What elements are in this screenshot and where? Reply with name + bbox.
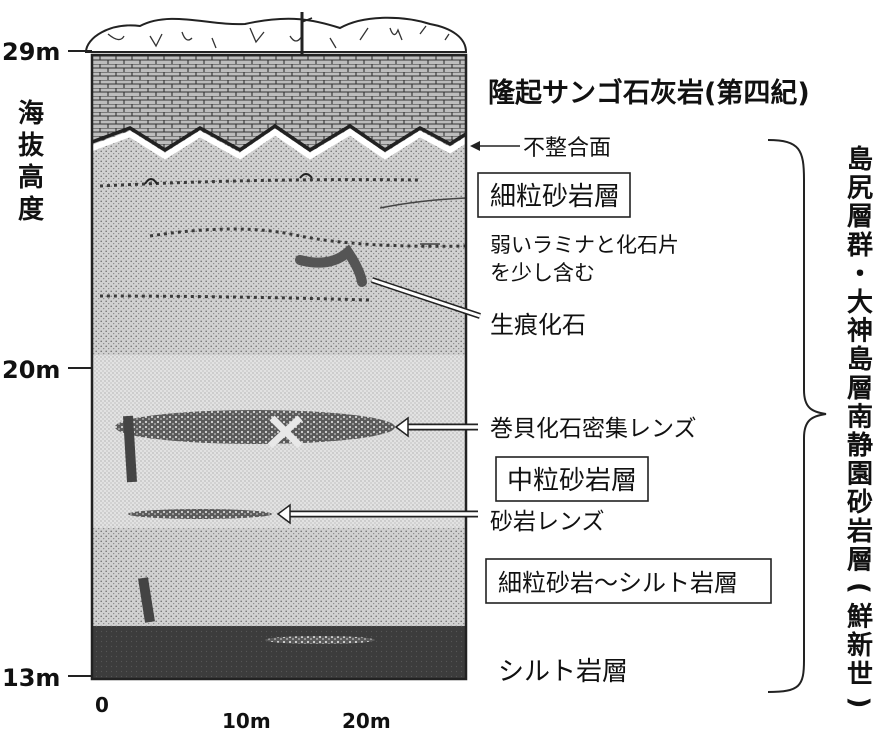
- group-label-char: 尻: [847, 174, 873, 204]
- group-label-char: 世: [847, 660, 873, 690]
- fine-sandstone-note-2: を少し含む: [490, 261, 595, 285]
- group-label-char: 園: [847, 460, 873, 490]
- svg-text:度: 度: [18, 194, 44, 225]
- y-tick-20m: 20m: [2, 356, 60, 384]
- trace-fossil-mark: [295, 244, 367, 287]
- surface-soil: [84, 12, 468, 55]
- limestone-label: 隆起サンゴ石灰岩(第四紀): [488, 77, 810, 109]
- group-label-char: 群: [846, 231, 873, 261]
- sandstone-lens-mark: [128, 509, 272, 519]
- fine-sandstone-note-1: 弱いラミナと化石片: [490, 233, 679, 257]
- y-axis: 29m 20m 13m 海 抜 高 度: [2, 38, 92, 692]
- x-tick-20m: 20m: [342, 709, 391, 733]
- svg-text:海: 海: [18, 99, 44, 129]
- group-label-char: 大: [847, 288, 873, 318]
- siltstone-layer: [92, 626, 466, 679]
- shell-lens-mark: [115, 410, 395, 444]
- y-tick-13m: 13m: [2, 664, 60, 692]
- group-label-char: ・: [847, 259, 873, 289]
- medium-sandstone-label: 中粒砂岩層: [507, 466, 637, 496]
- group-label-char: 南: [847, 402, 873, 432]
- group-label-char: 層: [847, 202, 873, 232]
- group-brace: [767, 139, 827, 693]
- sandstone-lens-label: 砂岩レンズ: [490, 509, 605, 535]
- group-label-char: (: [844, 582, 874, 594]
- unconformity-line: [90, 128, 468, 160]
- group-label-char: 層: [847, 545, 873, 575]
- svg-text:抜: 抜: [18, 131, 45, 161]
- group-label-char: 神: [847, 317, 873, 347]
- y-tick-29m: 29m: [2, 38, 60, 66]
- group-label-char: 鮮: [847, 603, 873, 633]
- unconformity-label: 不整合面: [523, 136, 611, 161]
- trace-fossil-label: 生痕化石: [490, 311, 586, 339]
- fine-sandstone-layer: [92, 134, 466, 355]
- group-label-char: 島: [847, 345, 873, 375]
- y-axis-title: 海 抜 高 度: [18, 99, 45, 225]
- group-label-char: 新: [847, 630, 873, 661]
- fine-silt-label: 細粒砂岩～シルト岩層: [498, 569, 738, 597]
- group-label-char: 島: [847, 145, 873, 175]
- group-label-char: 砂: [847, 488, 873, 518]
- x-axis: 0 10m 20m: [95, 693, 391, 733]
- group-label-char: 静: [847, 430, 873, 461]
- group-label-char: 層: [847, 374, 873, 404]
- group-label-char: ): [844, 696, 874, 708]
- group-label-char: 岩: [846, 517, 873, 547]
- shell-lens-label: 巻貝化石密集レンズ: [490, 416, 697, 442]
- x-tick-10m: 10m: [222, 709, 271, 733]
- svg-text:高: 高: [18, 162, 44, 193]
- fine-sandstone-label: 細粒砂岩層: [490, 182, 620, 212]
- siltstone-label: シルト岩層: [498, 657, 628, 687]
- x-tick-0: 0: [95, 693, 109, 717]
- fine-silt-layer: [92, 528, 466, 626]
